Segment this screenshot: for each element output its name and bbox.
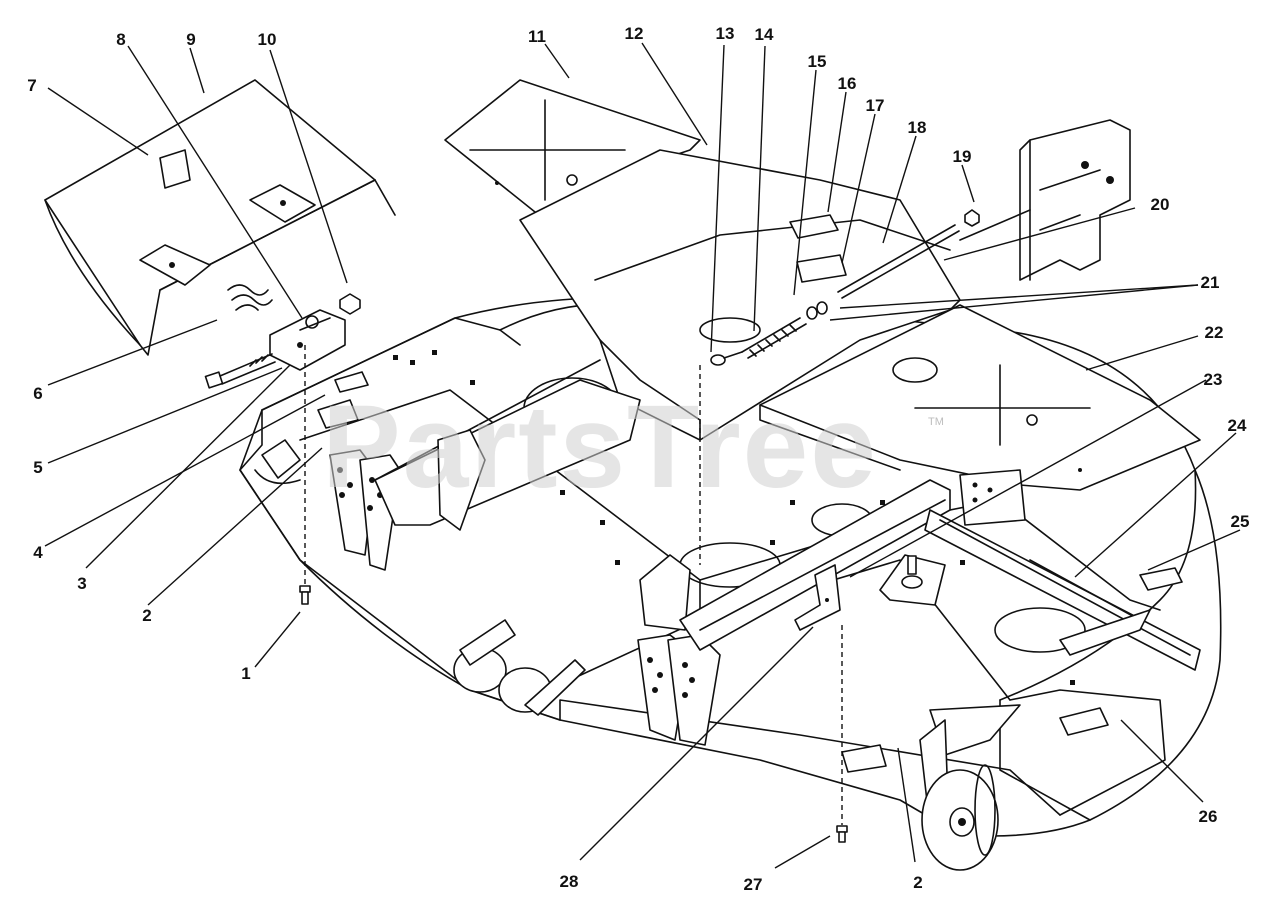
callout-13: 13 [716, 24, 735, 43]
callout-24: 24 [1228, 416, 1247, 435]
discharge-plate [1059, 609, 1151, 656]
center-baffle-brackets [637, 479, 951, 746]
deflector-shield [44, 79, 396, 356]
callout-14: 14 [755, 25, 774, 44]
callout-12: 12 [625, 24, 644, 43]
tensioner-eyebolt [710, 351, 743, 366]
mounting-bracket [959, 119, 1131, 281]
callout-22: 22 [1205, 323, 1224, 342]
callout-23: 23 [1204, 370, 1223, 389]
callout-17: 17 [866, 96, 885, 115]
leader-lines [44, 42, 1241, 869]
watermark-trademark: TM [928, 416, 944, 428]
callout-18: 18 [908, 118, 927, 137]
clevis-pin-right [836, 825, 848, 843]
watermark: PartsTree [322, 381, 878, 513]
pivot-plate [879, 554, 946, 606]
left-baffle-brackets [329, 359, 641, 571]
callout-2-lower: 2 [913, 873, 922, 892]
callout-9: 9 [186, 30, 195, 49]
callout-21: 21 [1201, 273, 1220, 292]
center-belt-cover [519, 149, 961, 441]
callout-19: 19 [953, 147, 972, 166]
callout-16: 16 [838, 74, 857, 93]
callout-2: 2 [142, 606, 151, 625]
hex-nut [339, 293, 361, 315]
callout-28: 28 [560, 872, 579, 891]
clevis-pin-left [299, 585, 311, 605]
callout-15: 15 [808, 52, 827, 71]
callout-5: 5 [33, 458, 42, 477]
tensioner-rod [837, 224, 960, 299]
callout-1: 1 [241, 664, 250, 683]
callout-7: 7 [27, 76, 36, 95]
carriage-bolt [204, 353, 276, 389]
callout-8: 8 [116, 30, 125, 49]
alignment-lines [304, 345, 843, 825]
callout-labels: 1 2 3 4 5 6 7 8 9 10 11 12 13 14 15 16 1… [27, 24, 1249, 894]
jam-nut [964, 209, 980, 227]
hinge-bracket [269, 309, 346, 371]
callout-11: 11 [528, 27, 546, 46]
rear-caster-wheel [919, 704, 1021, 871]
callout-25: 25 [1231, 512, 1250, 531]
callout-3: 3 [77, 574, 86, 593]
callout-26: 26 [1199, 807, 1218, 826]
callout-27: 27 [744, 875, 763, 894]
torsion-spring [227, 284, 273, 311]
callout-6: 6 [33, 384, 42, 403]
front-rollers [453, 619, 586, 716]
tensioner-washers [806, 301, 828, 320]
callout-10: 10 [258, 30, 277, 49]
callout-4: 4 [33, 543, 43, 562]
caster-bracket [794, 564, 841, 631]
tensioner-spring [741, 317, 807, 359]
callout-20: 20 [1151, 195, 1170, 214]
